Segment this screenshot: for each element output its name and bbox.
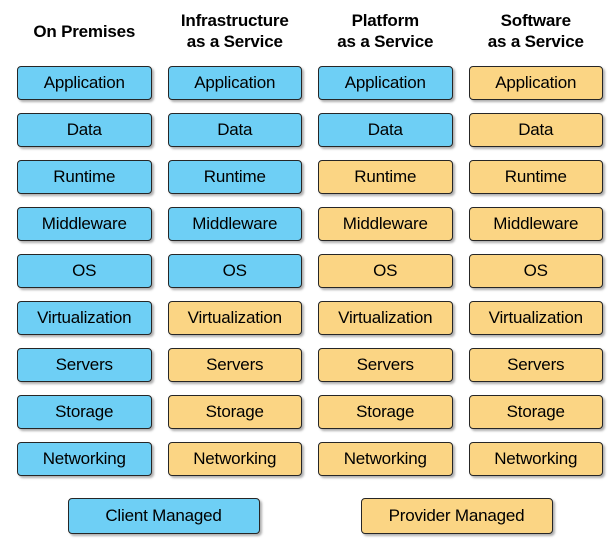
legend: Client Managed Provider Managed	[17, 498, 603, 534]
layer-box-runtime: Runtime	[468, 160, 603, 194]
column-title-line: as a Service	[337, 32, 434, 51]
layer-box-storage: Storage	[167, 395, 302, 429]
layer-box-data: Data	[318, 113, 453, 147]
layer-box-storage: Storage	[318, 395, 453, 429]
layer-box-servers: Servers	[318, 348, 453, 382]
column-title-line: Platform	[351, 11, 420, 31]
layer-box-data: Data	[468, 113, 603, 147]
layer-box-virtualization: Virtualization	[318, 301, 453, 335]
layer-box-servers: Servers	[468, 348, 603, 382]
layer-box-os: OS	[17, 254, 152, 288]
column-title-line: as a Service	[186, 32, 283, 51]
legend-provider-managed: Provider Managed	[360, 498, 553, 534]
layer-box-middleware: Middleware	[17, 207, 152, 241]
column-title-line: as a Service	[487, 32, 584, 51]
layer-box-networking: Networking	[17, 442, 152, 476]
layer-box-runtime: Runtime	[17, 160, 152, 194]
layer-box-virtualization: Virtualization	[167, 301, 302, 335]
column-title-line: Infrastructure	[180, 11, 289, 31]
layer-box-networking: Networking	[318, 442, 453, 476]
layer-box-application: Application	[167, 66, 302, 100]
layer-box-storage: Storage	[17, 395, 152, 429]
layer-box-networking: Networking	[468, 442, 603, 476]
column-title-line: Software	[500, 11, 571, 31]
layer-box-application: Application	[318, 66, 453, 100]
layer-box-servers: Servers	[17, 348, 152, 382]
layer-box-data: Data	[17, 113, 152, 147]
layer-box-os: OS	[318, 254, 453, 288]
column-title: On Premises	[17, 6, 152, 58]
layer-box-virtualization: Virtualization	[468, 301, 603, 335]
layer-box-virtualization: Virtualization	[17, 301, 152, 335]
column-title-line: On Premises	[33, 21, 136, 41]
layer-box-middleware: Middleware	[468, 207, 603, 241]
layer-box-storage: Storage	[468, 395, 603, 429]
layer-box-runtime: Runtime	[167, 160, 302, 194]
layer-box-middleware: Middleware	[167, 207, 302, 241]
layer-box-runtime: Runtime	[318, 160, 453, 194]
layer-box-application: Application	[468, 66, 603, 100]
legend-client-managed: Client Managed	[67, 498, 260, 534]
layer-box-os: OS	[468, 254, 603, 288]
layer-box-servers: Servers	[167, 348, 302, 382]
layer-box-os: OS	[167, 254, 302, 288]
legend-half: Provider Managed	[310, 498, 603, 534]
layer-box-data: Data	[167, 113, 302, 147]
layer-box-networking: Networking	[167, 442, 302, 476]
layer-box-application: Application	[17, 66, 152, 100]
layer-box-middleware: Middleware	[318, 207, 453, 241]
legend-half: Client Managed	[17, 498, 310, 534]
